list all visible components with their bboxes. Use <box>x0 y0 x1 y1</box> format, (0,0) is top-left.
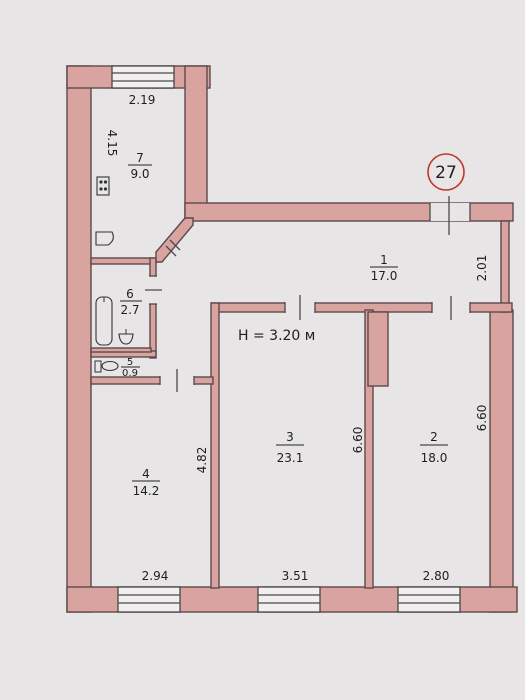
room-4-label: 4 14.2 <box>132 467 160 498</box>
windows <box>111 65 461 613</box>
room-area: 14.2 <box>133 484 160 498</box>
dimension-room7-length: 4.15 <box>105 130 119 157</box>
wall-room3-left <box>210 302 220 589</box>
room-number: 2 <box>430 430 438 444</box>
outer-wall-top-step <box>184 65 208 219</box>
wall-bath-right <box>149 257 157 359</box>
room-5-label: 5 0.9 <box>121 357 140 379</box>
room-labels: 7 9.0 1 17.0 6 2.7 5 0.9 4 14.2 3 23.1 <box>120 151 448 498</box>
window-room4 <box>117 586 181 613</box>
door-room3 <box>284 295 316 320</box>
room-number: 4 <box>142 467 150 481</box>
room-number: 7 <box>136 151 144 165</box>
washbasin-icon <box>118 329 134 345</box>
room-number: 1 <box>380 253 388 267</box>
wall-bath-top <box>90 257 157 265</box>
dimension-room1-depth: 2.01 <box>475 255 489 282</box>
room-2-label: 2 18.0 <box>420 430 448 465</box>
wall-room3-room2 <box>364 309 374 589</box>
door-room2 <box>431 296 471 320</box>
room-number: 5 <box>127 357 133 368</box>
kitchen-sink-icon <box>95 231 114 246</box>
room-number: 3 <box>286 430 294 444</box>
bathtub-icon <box>95 296 113 346</box>
wall-pillar <box>367 311 389 387</box>
fixtures <box>94 176 134 373</box>
room-area: 23.1 <box>277 451 304 465</box>
apartment-number-badge: 27 <box>427 153 465 191</box>
wall-diagonal-door <box>155 217 194 263</box>
door-kitchen <box>165 239 181 257</box>
dimension-room4-length: 4.82 <box>195 447 209 474</box>
dimension-room2-width: 2.80 <box>423 569 450 583</box>
room-number: 6 <box>126 287 134 301</box>
doors <box>145 196 471 392</box>
dimension-room7-width: 2.19 <box>129 93 156 107</box>
room-area: 18.0 <box>421 451 448 465</box>
wall-room4-top <box>90 376 214 385</box>
door-bath <box>145 275 162 305</box>
room-1-label: 1 17.0 <box>370 253 398 283</box>
room-6-label: 6 2.7 <box>120 287 142 317</box>
corridor-wall-right <box>500 220 510 313</box>
dimension-room4-width: 2.94 <box>142 569 169 583</box>
outer-wall-right <box>489 309 514 613</box>
dimension-room3-width: 3.51 <box>282 569 309 583</box>
toilet-icon <box>94 360 119 373</box>
wall-toilet-top-b <box>90 347 152 353</box>
room-3-label: 3 23.1 <box>276 430 304 465</box>
apartment-number: 27 <box>435 163 457 183</box>
window-room2 <box>397 586 461 613</box>
outer-wall-left <box>66 65 92 613</box>
window-room3 <box>257 586 321 613</box>
room-area: 2.7 <box>120 303 139 317</box>
room-area: 17.0 <box>371 269 398 283</box>
entrance-door <box>429 196 471 235</box>
window-room7 <box>111 65 175 89</box>
room-area: 9.0 <box>130 167 149 181</box>
dimension-labels: 2.19 4.15 2.01 4.82 6.60 6.60 2.94 3.51 … <box>105 93 489 583</box>
room-7-label: 7 9.0 <box>128 151 152 181</box>
dimension-room3-length: 6.60 <box>351 427 365 454</box>
dimension-room2-length: 6.60 <box>475 405 489 432</box>
ceiling-height-label: H = 3.20 м <box>238 328 315 344</box>
stove-icon <box>96 176 110 196</box>
room-area: 0.9 <box>122 368 138 379</box>
door-room4 <box>159 369 195 392</box>
